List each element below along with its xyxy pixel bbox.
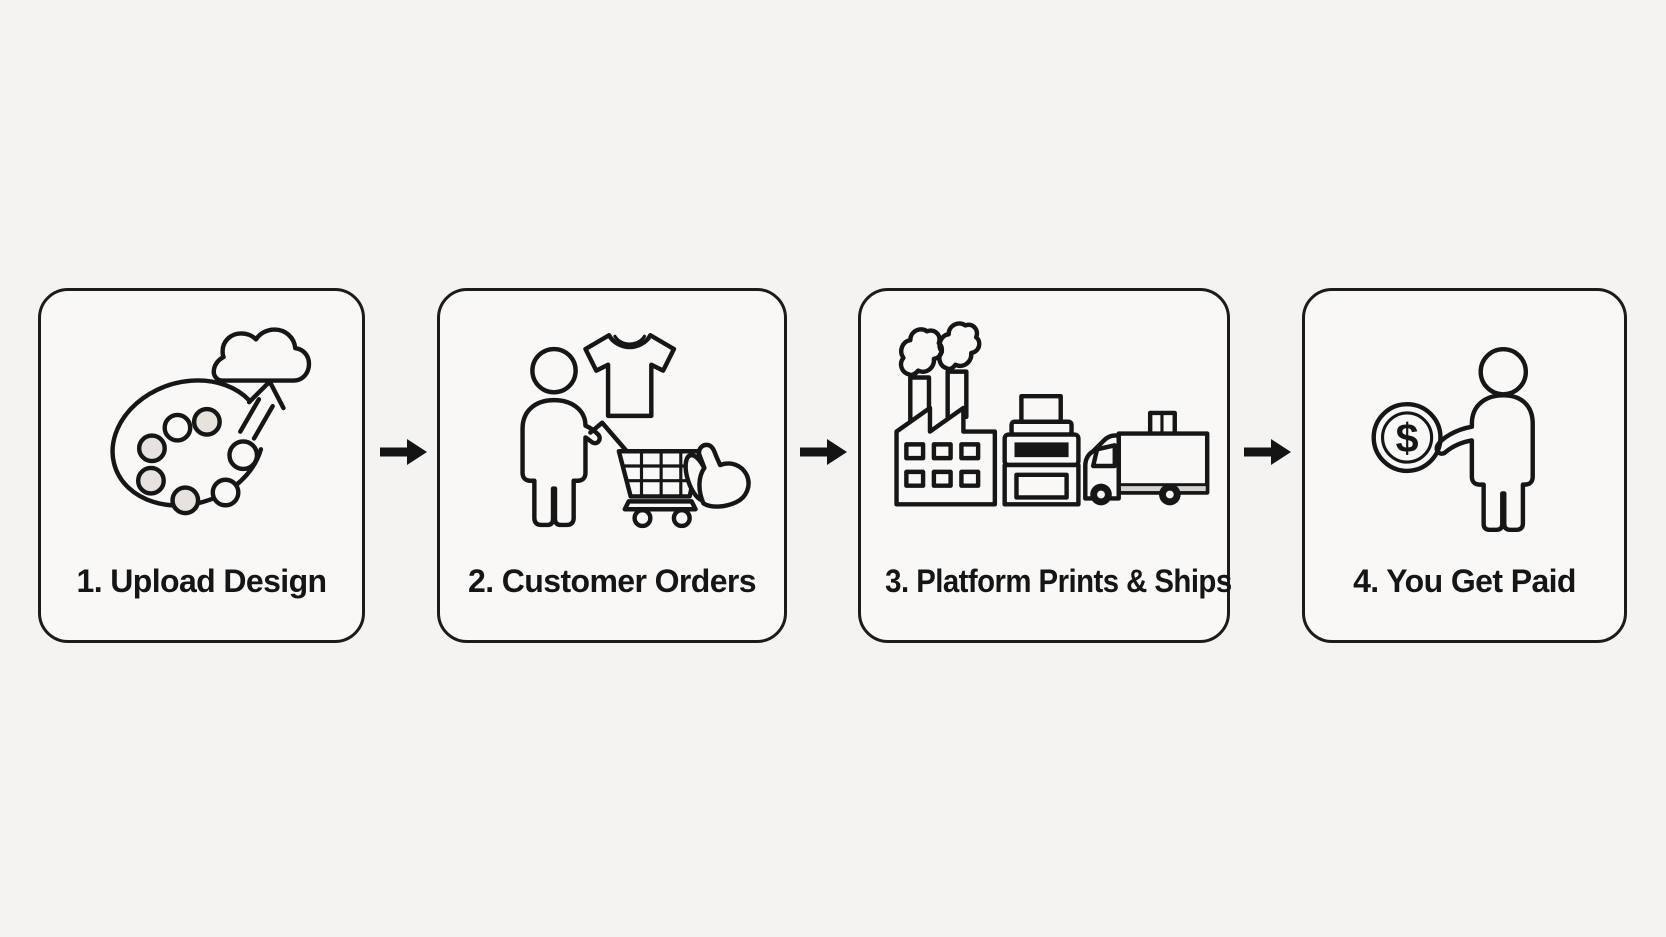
flow-arrow-icon bbox=[1244, 439, 1291, 465]
step-panel-customer-orders: 2. Customer Orders bbox=[437, 288, 787, 643]
factory-icon bbox=[894, 321, 998, 507]
factory-printer-truck-icon bbox=[894, 321, 1210, 507]
palette-icon bbox=[110, 378, 264, 516]
customer-person-icon bbox=[520, 346, 602, 528]
step-label-you-get-paid: 4. You Get Paid bbox=[1353, 563, 1576, 599]
step-label-customer-orders: 2. Customer Orders bbox=[468, 563, 757, 599]
dollar-coin-icon: $ bbox=[1371, 401, 1443, 474]
step-label-platform-prints-ships: 3. Platform Prints & Ships bbox=[885, 563, 1232, 599]
delivery-truck-icon bbox=[1083, 410, 1210, 506]
tshirt-icon bbox=[583, 333, 677, 419]
step-panel-platform-prints-ships: 3. Platform Prints & Ships bbox=[858, 288, 1232, 643]
shopping-cart-icon bbox=[588, 420, 702, 529]
person-receiving-coin-icon: $ bbox=[1371, 346, 1535, 532]
flow-arrow-icon bbox=[380, 439, 427, 465]
flow-arrow-icon bbox=[800, 439, 847, 465]
palette-cloud-upload-icon bbox=[110, 327, 312, 516]
printer-icon bbox=[1002, 393, 1081, 507]
pointing-hand-icon bbox=[683, 442, 751, 509]
paid-person-icon bbox=[1434, 346, 1535, 532]
step-panel-upload-design: 1. Upload Design bbox=[38, 288, 365, 643]
person-tshirt-cart-icon bbox=[520, 333, 751, 529]
dollar-sign: $ bbox=[1396, 415, 1419, 461]
step-panel-you-get-paid: $ 4. You Get Paid bbox=[1302, 288, 1627, 643]
cloud-icon bbox=[211, 327, 312, 383]
step-label-upload-design: 1. Upload Design bbox=[76, 563, 328, 599]
upload-arrow-icon bbox=[238, 379, 286, 441]
